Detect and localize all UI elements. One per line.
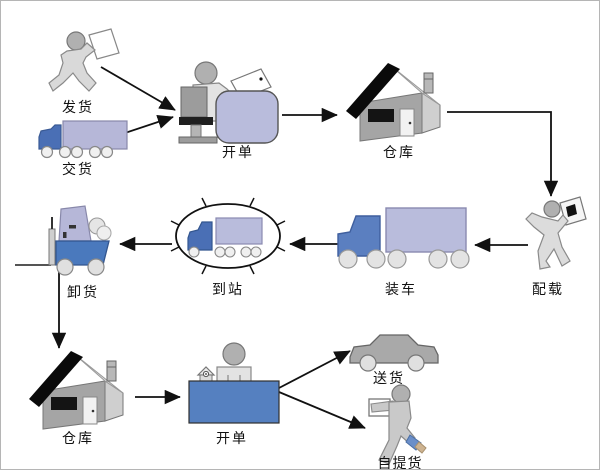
arrow-cangku-peizai [447, 111, 559, 197]
label-xiehuo: 卸货 [67, 285, 99, 301]
label-cangku-bottom: 仓库 [62, 431, 94, 447]
delivery-truck-icon [38, 120, 128, 159]
arrow-fahuo-kaidan [100, 66, 176, 111]
warehouse-icon [345, 62, 441, 142]
clerk-desk-icon [178, 61, 279, 144]
cargo-truck-icon [337, 207, 470, 269]
label-zitihuo: 自提货 [377, 456, 423, 470]
label-songhuo: 送货 [373, 371, 405, 387]
label-cangku-top: 仓库 [383, 145, 415, 161]
label-kaidan-top: 开单 [222, 145, 254, 161]
edge-arrows [51, 66, 559, 429]
label-jiaohuo: 交货 [62, 162, 94, 178]
label-kaidan-bottom: 开单 [216, 431, 248, 447]
arrow-kaidan2-zitihuo [278, 391, 366, 429]
arrow-kaidan2-songhuo [278, 350, 351, 389]
running-person-icon [48, 28, 120, 92]
forklift-icon [15, 205, 112, 276]
label-peizai: 配载 [532, 282, 564, 298]
arrow-jiaohuo-kaidan [118, 115, 174, 136]
worker-carrying-box-icon [525, 196, 587, 270]
pickup-person-icon [368, 384, 427, 465]
truck-arrival-icon [170, 197, 286, 275]
label-fahuo: 发货 [62, 100, 94, 116]
label-zhuangche: 装车 [385, 282, 417, 298]
label-daozhan: 到站 [212, 282, 244, 298]
warehouse-icon [28, 350, 124, 430]
car-icon [349, 334, 439, 372]
service-counter-icon [188, 342, 280, 424]
